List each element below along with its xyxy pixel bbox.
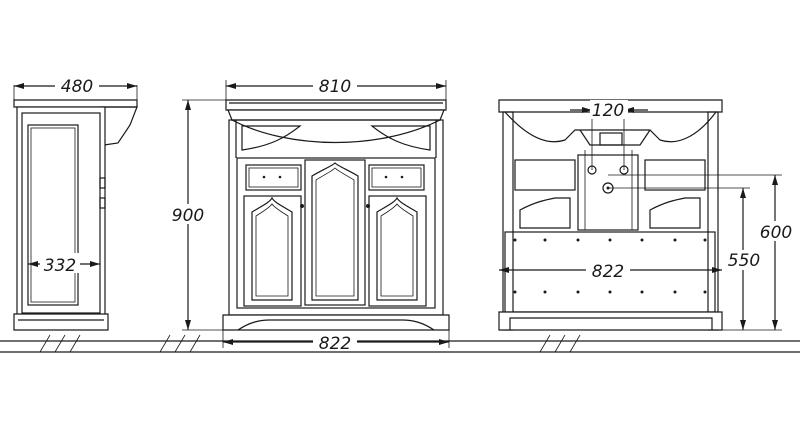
- floor-line: [0, 334, 800, 353]
- label-rear-height-550: 550: [728, 251, 760, 271]
- label-rear-width: 822: [592, 262, 624, 282]
- screw-holes: [513, 238, 707, 294]
- side-view: [13, 99, 138, 331]
- label-front-top-width: 810: [319, 77, 351, 97]
- dimension-rear-pipe-spacing: 120: [570, 100, 648, 170]
- dimension-rear-height-600: 600: [608, 174, 798, 331]
- dimension-front-top-width: 810: [225, 74, 447, 100]
- dimension-front-base-width: 822: [222, 330, 450, 354]
- dimension-side-inner: 332: [28, 253, 100, 276]
- rear-view: [498, 99, 723, 331]
- label-side-depth: 480: [61, 77, 93, 97]
- label-front-height: 900: [172, 206, 204, 226]
- label-side-inner: 332: [44, 256, 76, 276]
- label-rear-height-600: 600: [760, 223, 792, 243]
- label-rear-pipe-spacing: 120: [592, 101, 624, 121]
- front-view: [222, 99, 450, 331]
- dimension-rear-width: 822: [499, 259, 722, 282]
- dimension-front-height: 900: [166, 99, 226, 331]
- label-front-base-width: 822: [319, 334, 351, 354]
- dimension-rear-height-550: 550: [608, 187, 766, 330]
- dimension-side-depth: 480: [13, 74, 138, 100]
